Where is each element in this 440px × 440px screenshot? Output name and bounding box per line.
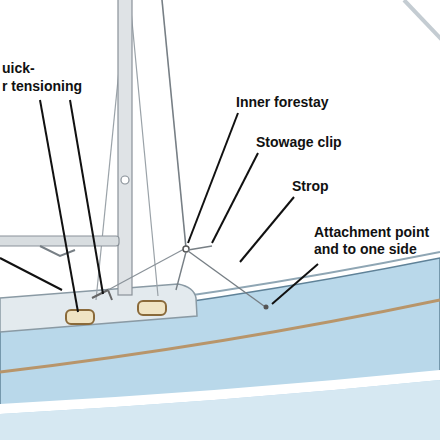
leader-line xyxy=(272,264,318,304)
callout-label: uick- xyxy=(2,60,35,77)
attachment-point xyxy=(264,305,269,310)
underwater-hull xyxy=(0,380,440,440)
leader-line xyxy=(188,113,238,243)
forestay xyxy=(404,0,440,40)
callout-label: Attachment point and to one side xyxy=(314,224,436,258)
porthole xyxy=(66,310,94,324)
boom-vang xyxy=(40,246,75,256)
leader-line xyxy=(212,153,258,243)
lever-tail xyxy=(108,248,186,290)
leader-line xyxy=(240,197,294,262)
shroud xyxy=(130,0,158,296)
callout-label: Strop xyxy=(292,178,329,195)
leader-line xyxy=(70,100,103,294)
cabin xyxy=(0,284,197,332)
inner-forestay xyxy=(162,0,186,248)
hull xyxy=(0,258,440,440)
porthole xyxy=(138,301,166,315)
leader-line xyxy=(40,100,78,312)
boom xyxy=(0,236,119,246)
strop xyxy=(188,251,264,306)
callout-label: r tensioning xyxy=(2,78,82,95)
leader-lines xyxy=(0,100,318,312)
callout-label: Inner forestay xyxy=(236,94,329,111)
callout-label: Stowage clip xyxy=(256,134,342,151)
mast-fitting xyxy=(121,176,129,184)
clip-line xyxy=(188,246,212,250)
stay-tail xyxy=(176,252,186,290)
mast xyxy=(118,0,132,295)
leader-line xyxy=(0,258,62,290)
